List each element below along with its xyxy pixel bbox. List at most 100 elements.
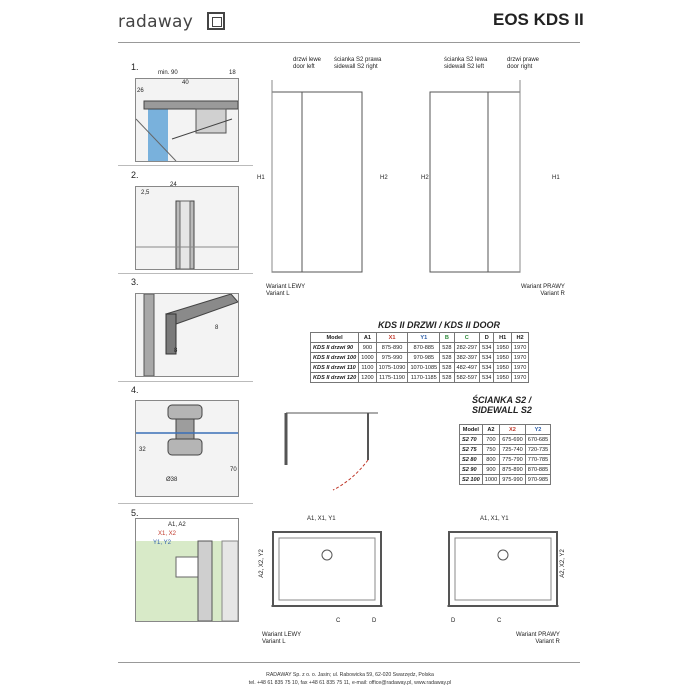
detail-2-dim-2-5: 2,5	[141, 190, 150, 196]
table-cell: 875-890	[375, 342, 409, 353]
plan-left-side-dimension: A2, X2, Y2	[258, 549, 265, 578]
table-header-d: D	[479, 332, 495, 343]
table-cell: 1000	[481, 474, 501, 485]
step-number-2: 2.	[131, 170, 139, 180]
table-cell: 534	[479, 362, 495, 373]
wall-table-title: ŚCIANKA S2 / SIDEWALL S2	[472, 395, 532, 415]
footer-address: RADAWAY Sp. z o. o. Jasin; ul. Rabowicka…	[266, 672, 434, 678]
table-cell: 900	[358, 342, 377, 353]
table-cell: 720-735	[524, 444, 552, 455]
elevation-left-h1: H1	[257, 175, 265, 181]
step-number-3: 3.	[131, 277, 139, 287]
table-cell: 750	[481, 444, 501, 455]
plan-left-d: D	[372, 618, 377, 624]
table-cell: KDS II drzwi 110	[309, 362, 360, 373]
table-cell: 975-990	[375, 352, 409, 363]
table-cell: 482-497	[453, 362, 481, 373]
detail-5-label-a: A1, A2	[168, 522, 186, 528]
detail-4-dim-70: 70	[230, 467, 237, 473]
door-swing-plan-detail	[284, 412, 378, 491]
table-cell: 382-397	[453, 352, 481, 363]
table-cell: 1970	[510, 362, 530, 373]
table-header-h1: H1	[493, 332, 512, 343]
table-cell: 534	[479, 352, 495, 363]
table-header-model: Model	[309, 332, 360, 343]
table-header-x2: X2	[499, 424, 526, 435]
plan-right-variant: Wariant PRAWY Variant R	[516, 632, 560, 645]
table-header-h2: H2	[510, 332, 530, 343]
elevation-right-door-label: drzwi prawe door right	[507, 57, 540, 70]
detail-1-wall-profile	[135, 78, 239, 162]
plan-right-drawing	[447, 531, 559, 607]
table-cell: 970-985	[524, 474, 552, 485]
table-header-b: B	[439, 332, 455, 343]
detail-5-label-x: X1, X2	[158, 531, 177, 537]
detail-3-dim-8-horizontal: 8	[174, 348, 178, 354]
detail-1-dim-18: 18	[229, 70, 236, 76]
table-header-y1: Y1	[407, 332, 441, 343]
plan-right-top-dimension: A1, X1, Y1	[480, 516, 509, 522]
elevation-left-door-label: drzwi lewe door left	[293, 57, 322, 70]
table-cell: KDS II drzwi 100	[309, 352, 360, 363]
detail-3-seal-profile	[135, 293, 239, 377]
plan-right-c: C	[497, 618, 502, 624]
table-cell: 528	[439, 372, 455, 383]
plan-left-top-dimension: A1, X1, Y1	[307, 516, 336, 522]
detail-5-label-y: Y1, Y2	[153, 540, 171, 546]
table-cell: 800	[481, 454, 501, 465]
table-cell: 1950	[493, 372, 512, 383]
table-cell: 528	[439, 342, 455, 353]
brand-logo-icon	[207, 12, 225, 30]
table-cell: 534	[479, 342, 495, 353]
detail-1-min-dimension: min. 90	[158, 70, 178, 76]
step-number-4: 4.	[131, 385, 139, 395]
table-cell: 582-597	[453, 372, 481, 383]
table-header-a2: A2	[481, 424, 501, 435]
step-divider	[118, 381, 253, 382]
table-cell: S2 75	[459, 444, 483, 455]
table-cell: S2 80	[459, 454, 483, 465]
detail-5-measurement	[135, 518, 239, 622]
table-cell: 725-740	[499, 444, 526, 455]
table-cell: 1970	[510, 352, 530, 363]
step-number-5: 5.	[131, 508, 139, 518]
table-cell: 1070-1085	[407, 362, 441, 373]
elevation-right-variant: Wariant PRAWY Variant R	[521, 284, 565, 297]
table-cell: 528	[439, 362, 455, 373]
detail-2-drawing	[136, 200, 238, 269]
table-cell: 1100	[358, 362, 377, 373]
table-cell: 1970	[510, 372, 530, 383]
elevation-right-drawing	[429, 80, 521, 273]
table-header-y2: Y2	[524, 424, 552, 435]
table-cell: 1000	[358, 352, 377, 363]
step-number-1: 1.	[131, 62, 139, 72]
detail-1-drawing	[136, 100, 238, 161]
plan-left-drawing	[271, 531, 383, 607]
product-title: EOS KDS II	[493, 10, 584, 29]
elevation-left-drawing	[271, 80, 363, 273]
table-cell: 870-885	[524, 464, 552, 475]
table-cell: 1970	[510, 342, 530, 353]
plan-left-variant: Wariant LEWY Variant L	[262, 632, 302, 645]
table-cell: 1075-1090	[375, 362, 409, 373]
table-cell: S2 100	[459, 474, 483, 485]
door-table-title: KDS II DRZWI / KDS II DOOR	[378, 320, 501, 330]
elevation-right-h2: H2	[421, 175, 429, 181]
table-cell: 1175-1190	[375, 372, 409, 383]
elevation-right-h1: H1	[552, 175, 560, 181]
table-cell: 670-685	[524, 434, 552, 445]
table-cell: 1950	[493, 362, 512, 373]
table-cell: S2 90	[459, 464, 483, 475]
plan-right-d: D	[451, 618, 456, 624]
table-cell: 1950	[493, 342, 512, 353]
table-cell: KDS II drzwi 90	[309, 342, 360, 353]
table-cell: 970-985	[407, 352, 441, 363]
